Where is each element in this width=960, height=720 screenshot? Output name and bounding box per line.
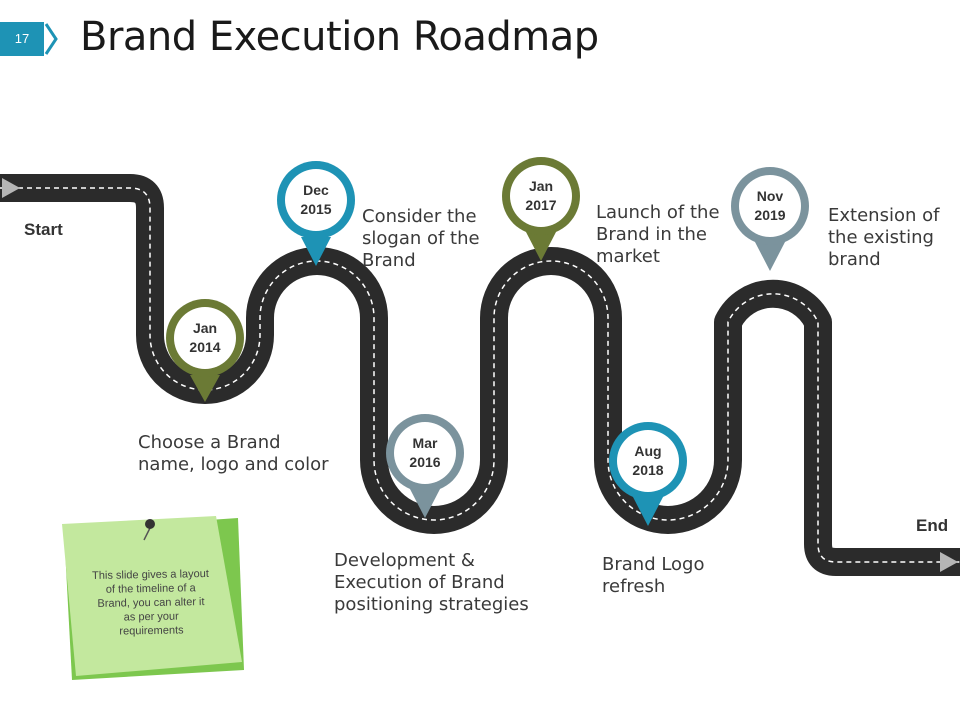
- pin-icon: [145, 519, 155, 529]
- sticky-note: [62, 516, 244, 680]
- milestone-date-6: Nov 2019: [754, 188, 786, 223]
- milestone-text-1: Choose a Brand name, logo and color: [138, 432, 329, 475]
- chevron-right-icon: [44, 23, 58, 55]
- milestone-date-4: Jan 2017: [525, 178, 557, 213]
- slide-number: 17: [0, 22, 44, 56]
- milestone-date-5: Aug 2018: [632, 443, 664, 478]
- milestone-date-3: Mar 2016: [409, 435, 441, 470]
- milestone-text-5: Brand Logo refresh: [602, 554, 705, 597]
- milestone-pin-4: [502, 157, 580, 261]
- milestone-pin-1: [166, 299, 244, 402]
- milestone-pin-5: [609, 422, 687, 526]
- milestone-pin-3: [386, 414, 464, 518]
- milestone-text-4: Launch of the Brand in the market: [596, 202, 720, 267]
- milestone-pin-6: [731, 167, 809, 271]
- start-arrow-icon: [2, 178, 20, 198]
- end-arrow-icon: [940, 552, 958, 572]
- milestone-text-3: Development & Execution of Brand positio…: [334, 550, 529, 615]
- road-surface: [0, 174, 960, 576]
- note-text: This slide gives a layout of the timelin…: [92, 567, 209, 638]
- milestone-pin-2: [277, 161, 355, 266]
- end-label: End: [916, 516, 949, 535]
- milestone-text-6: Extension of the existing brand: [828, 205, 940, 270]
- start-label: Start: [24, 220, 63, 239]
- milestone-date-1: Jan 2014: [189, 320, 221, 355]
- milestone-text-2: Consider the slogan of the Brand: [362, 206, 480, 271]
- page-title: Brand Execution Roadmap: [80, 14, 599, 60]
- milestone-date-2: Dec 2015: [300, 182, 332, 217]
